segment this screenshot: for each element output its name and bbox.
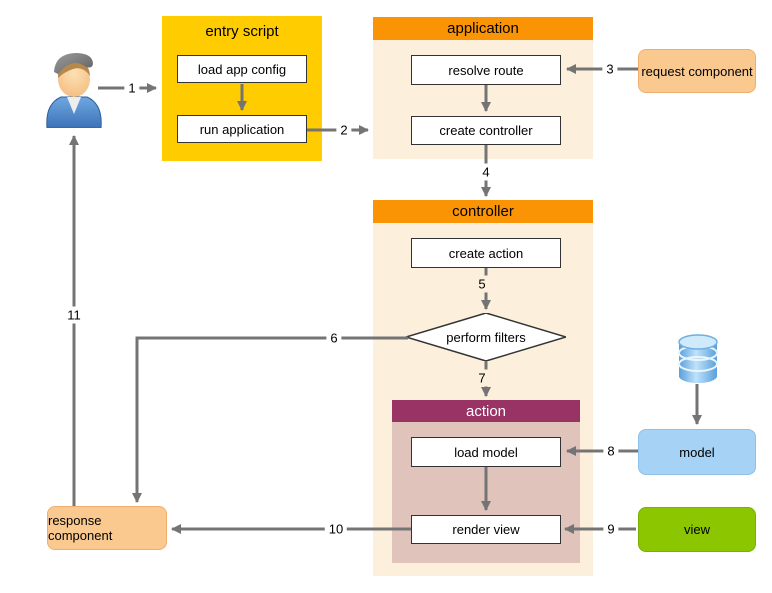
step-create-controller: create controller — [411, 116, 561, 145]
arrow-label-9: 9 — [603, 520, 619, 538]
database-icon — [678, 334, 718, 383]
perform-filters-diamond — [406, 313, 566, 361]
application-title: application — [373, 17, 593, 40]
action-title: action — [392, 400, 580, 422]
model-node: model — [638, 429, 756, 475]
step-load-model: load model — [411, 437, 561, 467]
step-load-app-config: load app config — [177, 55, 307, 83]
arrow-label-7: 7 — [474, 369, 490, 387]
arrow-label-2: 2 — [336, 121, 352, 139]
step-run-application: run application — [177, 115, 307, 143]
request-component-node: request component — [638, 49, 756, 93]
arrow-label-10: 10 — [324, 520, 348, 538]
arrow-label-3: 3 — [602, 60, 618, 78]
arrow-label-8: 8 — [603, 442, 619, 460]
arrow-label-5: 5 — [474, 275, 490, 293]
step-create-action: create action — [411, 238, 561, 268]
step-render-view: render view — [411, 515, 561, 544]
response-component-node: response component — [47, 506, 167, 550]
user-icon — [46, 53, 102, 128]
arrow-label-1: 1 — [124, 79, 140, 97]
arrow-label-4: 4 — [478, 163, 494, 181]
arrow-label-6: 6 — [326, 329, 342, 347]
arrow-label-11: 11 — [63, 306, 85, 324]
step-resolve-route: resolve route — [411, 55, 561, 85]
step-perform-filters: perform filters — [446, 329, 526, 345]
controller-title: controller — [373, 200, 593, 223]
entry-script-title: entry script — [205, 23, 279, 40]
arrow-6-filters-to-response — [132, 336, 408, 503]
view-node: view — [638, 507, 756, 552]
